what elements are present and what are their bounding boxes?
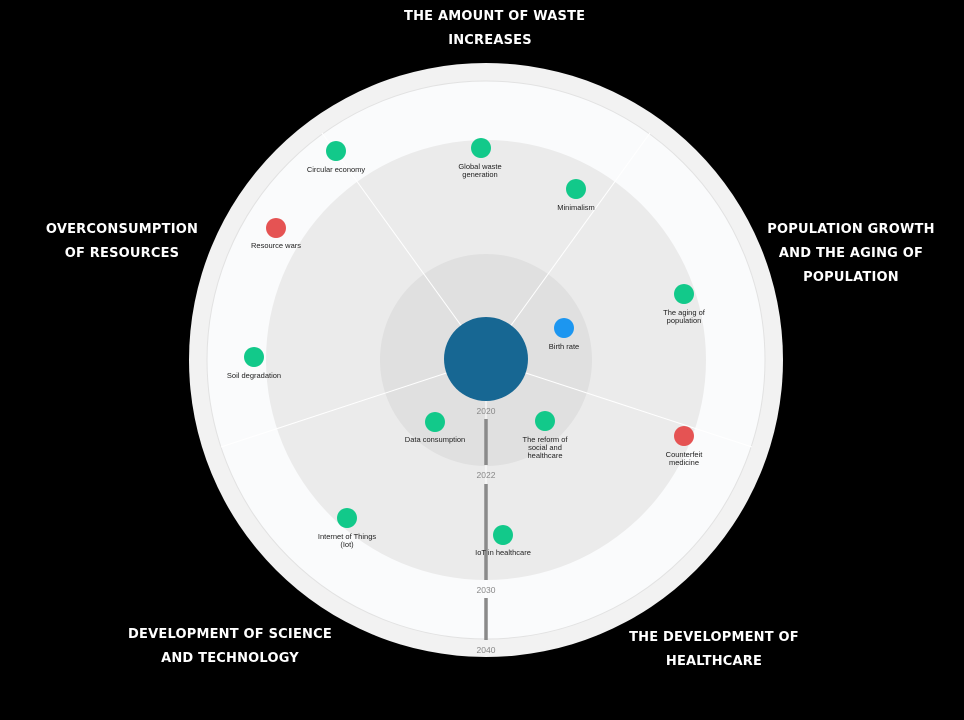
item-label-line: Global waste [458,162,502,171]
item-label-line: The aging of [663,308,705,317]
item-label-the-reform-of-social-and-healthcare: The reform of social and healthcare [522,436,567,460]
year-label-2030: 2030 [476,585,496,595]
year-label-2020: 2020 [476,406,496,416]
center-core [444,317,528,401]
sector-title-line: AND THE AGING OF [778,246,924,261]
item-dot-data-consumption[interactable] [425,412,445,432]
item-dot-resource-wars[interactable] [266,218,286,238]
item-dot-birth-rate[interactable] [554,318,574,338]
item-dot-iot-in-healthcare[interactable] [493,525,513,545]
item-dot-circular-economy[interactable] [326,141,346,161]
divider-resources-waste [321,132,487,361]
sector-title-line: THE DEVELOPMENT OF [629,630,799,645]
sector-title-healthcare: THE DEVELOPMENT OF HEALTHCARE [628,626,800,674]
item-dot-the-reform-of-social-and-healthcare[interactable] [535,411,555,431]
item-label-soil-degradation: Soil degradation [227,372,281,380]
sector-title-line: THE AMOUNT OF WASTE [404,9,586,24]
item-label-the-aging-of-population: The aging of population [663,309,705,325]
item-label-line: Minimalism [557,203,595,212]
divider-population-healthcare [485,359,753,448]
item-label-birth-rate: Birth rate [549,343,579,351]
item-label-line: healthcare [527,451,563,460]
item-label-line: Data consumption [404,435,466,444]
item-dot-global-waste-generation[interactable] [471,138,491,158]
item-label-counterfeit-medicine: Counterfeit medicine [666,451,703,467]
sector-title-resources: OVERCONSUMPTION OF RESOURCES [40,218,204,266]
sector-title-line: POPULATION GROWTH [767,222,935,237]
item-label-line: Soil degradation [226,371,282,380]
item-dot-counterfeit-medicine[interactable] [674,426,694,446]
item-dot-minimalism[interactable] [566,179,586,199]
divider-waste-population [485,132,651,361]
sector-title-line: DEVELOPMENT OF SCIENCE [128,627,332,642]
year-label-2040: 2040 [476,645,496,655]
sector-title-line: OF RESOURCES [64,246,180,261]
item-dot-the-aging-of-population[interactable] [674,284,694,304]
sector-dividers [220,132,753,639]
sector-title-science: DEVELOPMENT OF SCIENCE AND TECHNOLOGY [120,623,340,671]
sector-title-population: POPULATION GROWTH AND THE AGING OF POPUL… [766,218,936,290]
year-label-2022: 2022 [476,470,496,480]
item-label-internet-of-things: Internet of Things (Iot) [318,533,376,549]
item-label-resource-wars: Resource wars [251,242,301,250]
item-label-line: Circular economy [306,165,366,174]
item-label-line: Internet of Things [317,532,377,541]
divider-science-resources [220,359,487,448]
item-label-line: Birth rate [548,342,580,351]
sector-title-line: HEALTHCARE [665,654,763,669]
item-label-line: The reform of [522,435,568,444]
item-label-circular-economy: Circular economy [307,166,365,174]
item-dot-internet-of-things[interactable] [337,508,357,528]
item-label-line: generation [462,170,498,179]
item-label-global-waste-generation: Global waste generation [458,163,501,179]
item-label-iot-in-healthcare: IoT in healthcare [475,549,531,557]
item-label-line: IoT in healthcare [475,548,531,557]
item-label-line: Counterfeit [665,450,703,459]
item-label-minimalism: Minimalism [557,204,595,212]
item-label-line: social and [528,443,562,452]
item-label-line: Resource wars [250,241,302,250]
item-label-data-consumption: Data consumption [405,436,465,444]
sector-title-line: OVERCONSUMPTION [45,222,199,237]
item-label-line: population [666,316,702,325]
item-dot-soil-degradation[interactable] [244,347,264,367]
item-label-line: medicine [668,458,699,467]
sector-title-line: INCREASES [448,33,532,48]
sector-title-line: AND TECHNOLOGY [161,651,299,666]
sector-title-line: POPULATION [803,270,899,285]
item-label-line: (Iot) [340,540,354,549]
sector-title-waste: THE AMOUNT OF WASTE INCREASES [404,5,586,53]
